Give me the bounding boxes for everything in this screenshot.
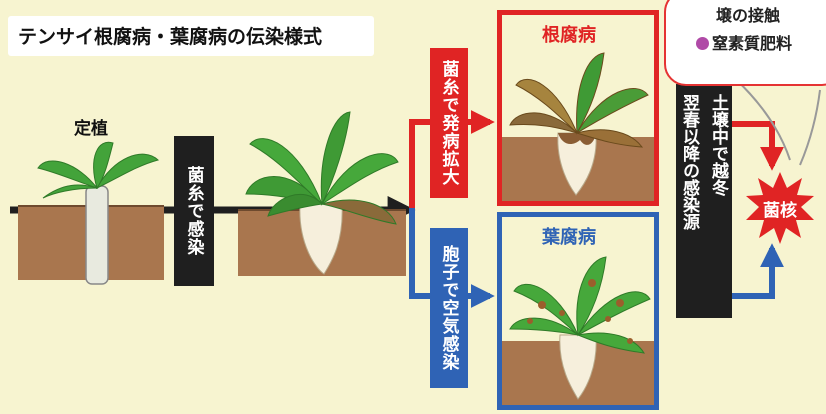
root-rot-illustration [502,52,654,201]
branch-top-label: 菌糸で発病拡大 [430,48,468,198]
page-title: テンサイ根腐病・葉腐病の伝染様式 [8,16,374,56]
callout-line1: 壌の接触 [716,6,781,25]
blue-to-sclerotia-arrow [732,243,784,299]
branch-bottom-label: 胞子で空気感染 [430,228,468,388]
leaf-rot-illustration [502,256,654,405]
sclerotia-burst [746,172,814,244]
overwinter-box: 土壌中で越冬 翌春以降の感染源 [676,84,732,318]
root-rot-panel: 根腐病 [497,10,659,206]
root-rot-title: 根腐病 [542,25,596,46]
callout-arrow-right [799,89,821,166]
callout-bubble: 壌の接触 窒素質肥料 [664,0,826,86]
seedling-illustration [18,141,164,285]
infection-source-label: 翌春以降の感染源 [679,94,699,230]
callout-line2-text: 窒素質肥料 [712,34,793,53]
callout-line2: 窒素質肥料 [696,30,792,54]
planted-label: 定植 [74,119,108,139]
sclerotia-label: 菌核 [763,201,797,221]
leaf-rot-title: 葉腐病 [542,227,596,248]
bullet-icon [696,37,709,50]
grown-beet-illustration [238,111,406,276]
leaf-rot-panel: 葉腐病 [497,212,659,410]
red-to-sclerotia-arrow [732,121,784,171]
overwinter-label: 土壌中で越冬 [708,94,728,196]
step-infection-box: 菌糸で感染 [174,136,214,286]
